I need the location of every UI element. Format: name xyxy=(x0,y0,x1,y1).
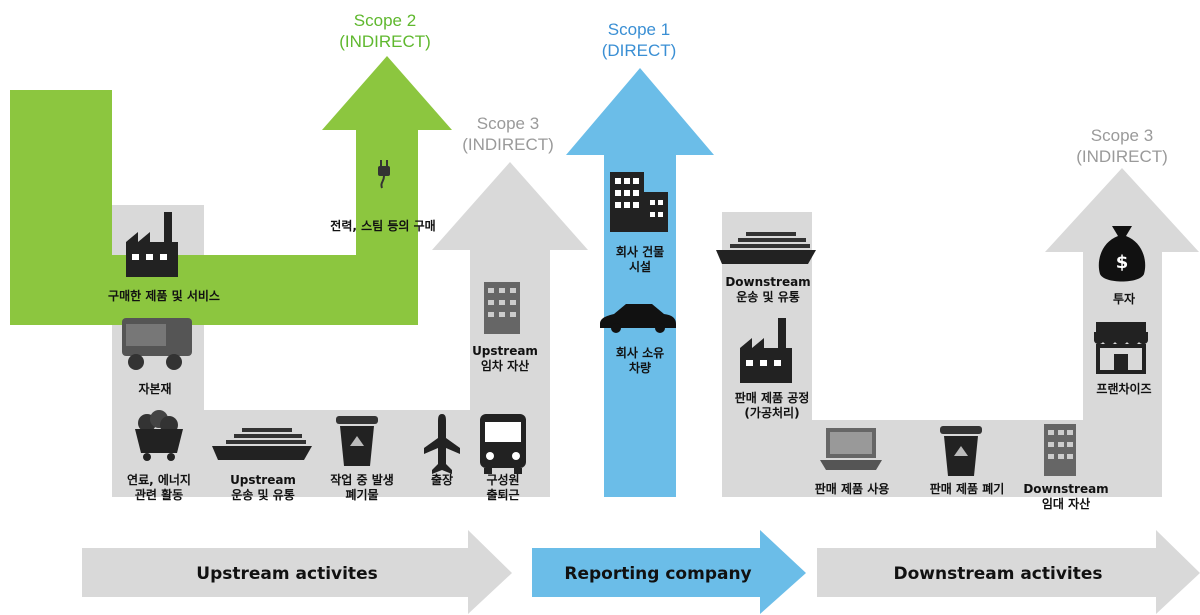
processing-label: 판매 제품 공정 (가공처리) xyxy=(735,391,810,421)
company-vehicles-line2: 차량 xyxy=(628,361,652,375)
scope1-kind: (DIRECT) xyxy=(601,41,677,60)
storefront-icon xyxy=(1094,322,1148,374)
scope3-downstream-label: Scope 3 (INDIRECT) xyxy=(1076,125,1168,167)
upstream-activities-arrow xyxy=(82,530,512,614)
downstream-activities-arrow xyxy=(817,530,1200,614)
laptop-icon xyxy=(820,428,882,470)
end-of-life-label: 판매 제품 폐기 xyxy=(929,482,1005,496)
franchises-label: 프랜차이즈 xyxy=(1096,382,1152,396)
company-vehicles-label: 회사 소유 차량 xyxy=(616,346,664,376)
processing-line1: 판매 제품 공정 xyxy=(734,391,810,405)
capital-goods-label: 자본재 xyxy=(138,382,172,396)
recycle-bin-icon xyxy=(940,426,982,476)
upstream-transport-line1: Upstream xyxy=(230,473,296,487)
scope2-label: Scope 2 (INDIRECT) xyxy=(339,10,431,52)
scope2-name: Scope 2 xyxy=(353,11,417,30)
upstream-transport-line2: 운송 및 유통 xyxy=(231,488,295,502)
downstream-leased-line1: Downstream xyxy=(1023,482,1109,496)
upstream-transport-label: Upstream 운송 및 유통 xyxy=(230,473,296,503)
money-bag-icon: $ xyxy=(1098,226,1146,282)
fuel-energy-label: 연료, 에너지 관련 활동 xyxy=(127,473,191,503)
commuting-line1: 구성원 xyxy=(486,473,520,487)
cargo-ship-icon xyxy=(716,232,816,264)
upstream-activities-label: Upstream activites xyxy=(196,564,378,584)
cargo-ship-icon xyxy=(212,428,312,460)
upstream-leased-line2: 임차 자산 xyxy=(480,359,530,373)
scope1-label: Scope 1 (DIRECT) xyxy=(602,19,677,61)
fuel-energy-line2: 관련 활동 xyxy=(134,488,184,502)
scope3-upstream-label: Scope 3 (INDIRECT) xyxy=(462,113,554,155)
scope3-upstream-kind: (INDIRECT) xyxy=(462,135,554,154)
downstream-transport-label: Downstream 운송 및 유통 xyxy=(725,275,810,305)
processing-line2: (가공처리) xyxy=(744,406,800,420)
downstream-transport-line1: Downstream xyxy=(725,275,811,289)
waste-line2: 폐기물 xyxy=(345,488,379,502)
reporting-company-arrow xyxy=(532,530,806,614)
company-building-icon xyxy=(610,172,668,232)
commuting-line2: 출퇴근 xyxy=(486,488,520,502)
power-plug-icon xyxy=(378,160,390,189)
company-facilities-label: 회사 건물 시설 xyxy=(616,245,664,275)
downstream-leased-line2: 임대 자산 xyxy=(1041,497,1091,511)
commuting-label: 구성원 출퇴근 xyxy=(486,473,519,503)
scope3-upstream-name: Scope 3 xyxy=(476,114,540,133)
upstream-leased-line1: Upstream xyxy=(472,344,538,358)
business-travel-label: 출장 xyxy=(430,473,454,487)
scope2-arrow xyxy=(10,56,452,325)
downstream-leased-label: Downstream 임대 자산 xyxy=(1023,482,1108,512)
scope3-upstream-arrow xyxy=(112,162,588,497)
coal-cart-icon xyxy=(135,410,183,461)
downstream-activities-label: Downstream activites xyxy=(893,564,1103,584)
scope3-downstream-arrow xyxy=(722,168,1199,497)
office-building-icon xyxy=(1044,424,1076,476)
company-facilities-line2: 시설 xyxy=(628,260,652,274)
scope1-name: Scope 1 xyxy=(607,20,671,39)
factory-icon xyxy=(126,212,178,277)
office-building-icon xyxy=(484,282,520,334)
truck-icon xyxy=(122,318,192,370)
scope3-downstream-kind: (INDIRECT) xyxy=(1076,147,1168,166)
svg-text:$: $ xyxy=(1116,252,1129,273)
fuel-energy-line1: 연료, 에너지 xyxy=(127,473,191,487)
upstream-leased-label: Upstream 임차 자산 xyxy=(472,344,538,374)
scope2-kind: (INDIRECT) xyxy=(339,32,431,51)
car-icon xyxy=(600,304,676,333)
airplane-icon xyxy=(424,414,460,474)
company-vehicles-line1: 회사 소유 xyxy=(615,346,665,360)
scope3-downstream-name: Scope 3 xyxy=(1090,126,1154,145)
waste-line1: 작업 중 발생 xyxy=(330,473,394,487)
waste-label: 작업 중 발생 폐기물 xyxy=(330,473,394,503)
bus-icon xyxy=(480,414,526,474)
factory-icon xyxy=(740,318,792,383)
investments-label: 투자 xyxy=(1112,292,1136,306)
scope1-arrow xyxy=(566,68,714,497)
recycle-bin-icon xyxy=(336,416,378,466)
electricity-steam-label: 전력, 스팀 등의 구매 xyxy=(330,219,436,233)
purchased-goods-label: 구매한 제품 및 서비스 xyxy=(108,289,220,303)
reporting-company-label: Reporting company xyxy=(564,564,752,584)
company-facilities-line1: 회사 건물 xyxy=(615,245,665,259)
product-use-label: 판매 제품 사용 xyxy=(814,482,890,496)
downstream-transport-line2: 운송 및 유통 xyxy=(736,290,800,304)
